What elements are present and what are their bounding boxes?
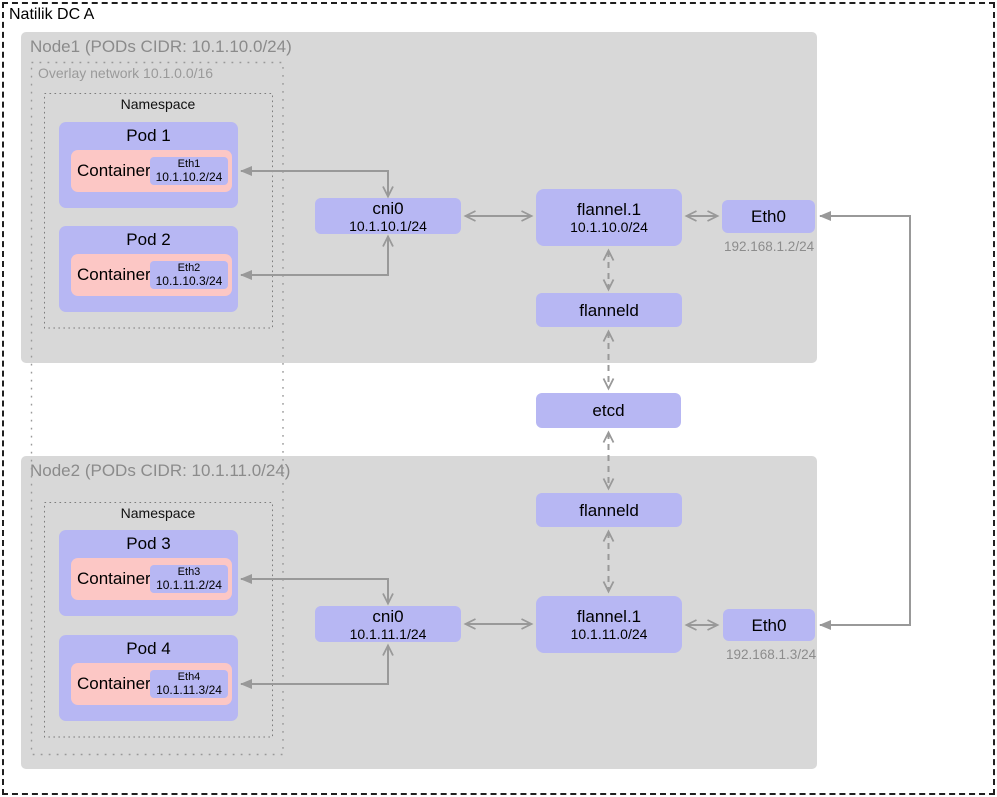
pod4-container-label: Container (77, 674, 151, 693)
pod2-eth-box: Eth2 10.1.10.3/24 (150, 261, 228, 289)
node2-cni0-box: cni0 10.1.11.1/24 (315, 606, 461, 642)
node1-title: Node1 (PODs CIDR: 10.1.10.0/24) (30, 37, 292, 56)
node1-flannel1-label: flannel.1 (576, 200, 642, 219)
node1-cni0-box: cni0 10.1.10.1/24 (315, 198, 461, 234)
node1-cni0-label: cni0 (372, 198, 404, 218)
node1-eth0-box: Eth0 (722, 200, 815, 233)
pod4-eth-name: Eth4 (177, 671, 201, 683)
node1-cni0-ip: 10.1.10.1/24 (349, 217, 427, 234)
node2-flannel1-box: flannel.1 10.1.11.0/24 (536, 596, 682, 653)
pod4-container: Container Eth4 10.1.11.3/24 (71, 663, 232, 705)
pod1-container: Container Eth1 10.1.10.2/24 (71, 150, 232, 192)
node2-eth0-label: Eth0 (751, 615, 787, 635)
pod4-eth-ip: 10.1.11.3/24 (156, 683, 222, 697)
pod3-eth-name: Eth3 (177, 566, 201, 578)
overlay-network-label: Overlay network 10.1.0.0/16 (38, 65, 214, 81)
pod2-container: Container Eth2 10.1.10.3/24 (71, 254, 232, 296)
pod4-eth-box: Eth4 10.1.11.3/24 (150, 670, 228, 698)
pod1-eth-ip: 10.1.10.2/24 (155, 170, 223, 184)
node2-flannel1-label: flannel.1 (576, 607, 642, 626)
pod3-eth-box: Eth3 10.1.11.2/24 (150, 565, 228, 593)
node1-eth0-label: Eth0 (751, 207, 786, 226)
pod3-container: Container Eth3 10.1.11.2/24 (71, 558, 232, 600)
pod2: Pod 2 Container Eth2 10.1.10.3/24 (59, 226, 238, 312)
node2-cni0-label: cni0 (372, 606, 404, 626)
pod2-eth-name: Eth2 (177, 262, 201, 274)
pod3-title: Pod 3 (126, 534, 171, 553)
node2-eth0-box: Eth0 (723, 609, 815, 641)
pod3: Pod 3 Container Eth3 10.1.11.2/24 (59, 530, 238, 616)
pod2-eth-ip: 10.1.10.3/24 (155, 274, 223, 288)
pod1-title: Pod 1 (126, 126, 171, 145)
pod1-container-label: Container (77, 161, 151, 180)
pod4-title: Pod 4 (126, 639, 171, 658)
pod4: Pod 4 Container Eth4 10.1.11.3/24 (59, 635, 238, 721)
pod3-container-label: Container (77, 569, 151, 588)
node2-flanneld-box: flanneld (536, 493, 682, 527)
pod2-title: Pod 2 (126, 230, 171, 249)
pod3-eth-ip: 10.1.11.2/24 (156, 578, 222, 592)
etcd-box: etcd (536, 393, 681, 428)
etcd-label: etcd (592, 401, 625, 420)
namespace1-label: Namespace (120, 96, 196, 112)
node2-title: Node2 (PODs CIDR: 10.1.11.0/24) (30, 461, 291, 480)
node1-flannel1-box: flannel.1 10.1.10.0/24 (536, 189, 682, 246)
node1-flannel1-ip: 10.1.10.0/24 (570, 219, 648, 235)
pod2-container-label: Container (77, 265, 151, 284)
pod1-eth-name: Eth1 (177, 158, 201, 170)
node1-flanneld-label: flanneld (579, 300, 639, 320)
dc-title: Natilik DC A (9, 6, 95, 23)
namespace2-label: Namespace (120, 505, 196, 521)
node2-flanneld-label: flanneld (579, 500, 639, 520)
node2-flannel1-ip: 10.1.11.0/24 (570, 626, 648, 642)
pod1: Pod 1 Container Eth1 10.1.10.2/24 (59, 122, 238, 208)
node1-eth0-ip: 192.168.1.2/24 (724, 239, 815, 254)
node2-eth0-ip: 192.168.1.3/24 (726, 647, 817, 662)
node2-cni0-ip: 10.1.11.1/24 (349, 625, 427, 642)
pod1-eth-box: Eth1 10.1.10.2/24 (150, 157, 228, 185)
node1-flanneld-box: flanneld (536, 293, 682, 327)
